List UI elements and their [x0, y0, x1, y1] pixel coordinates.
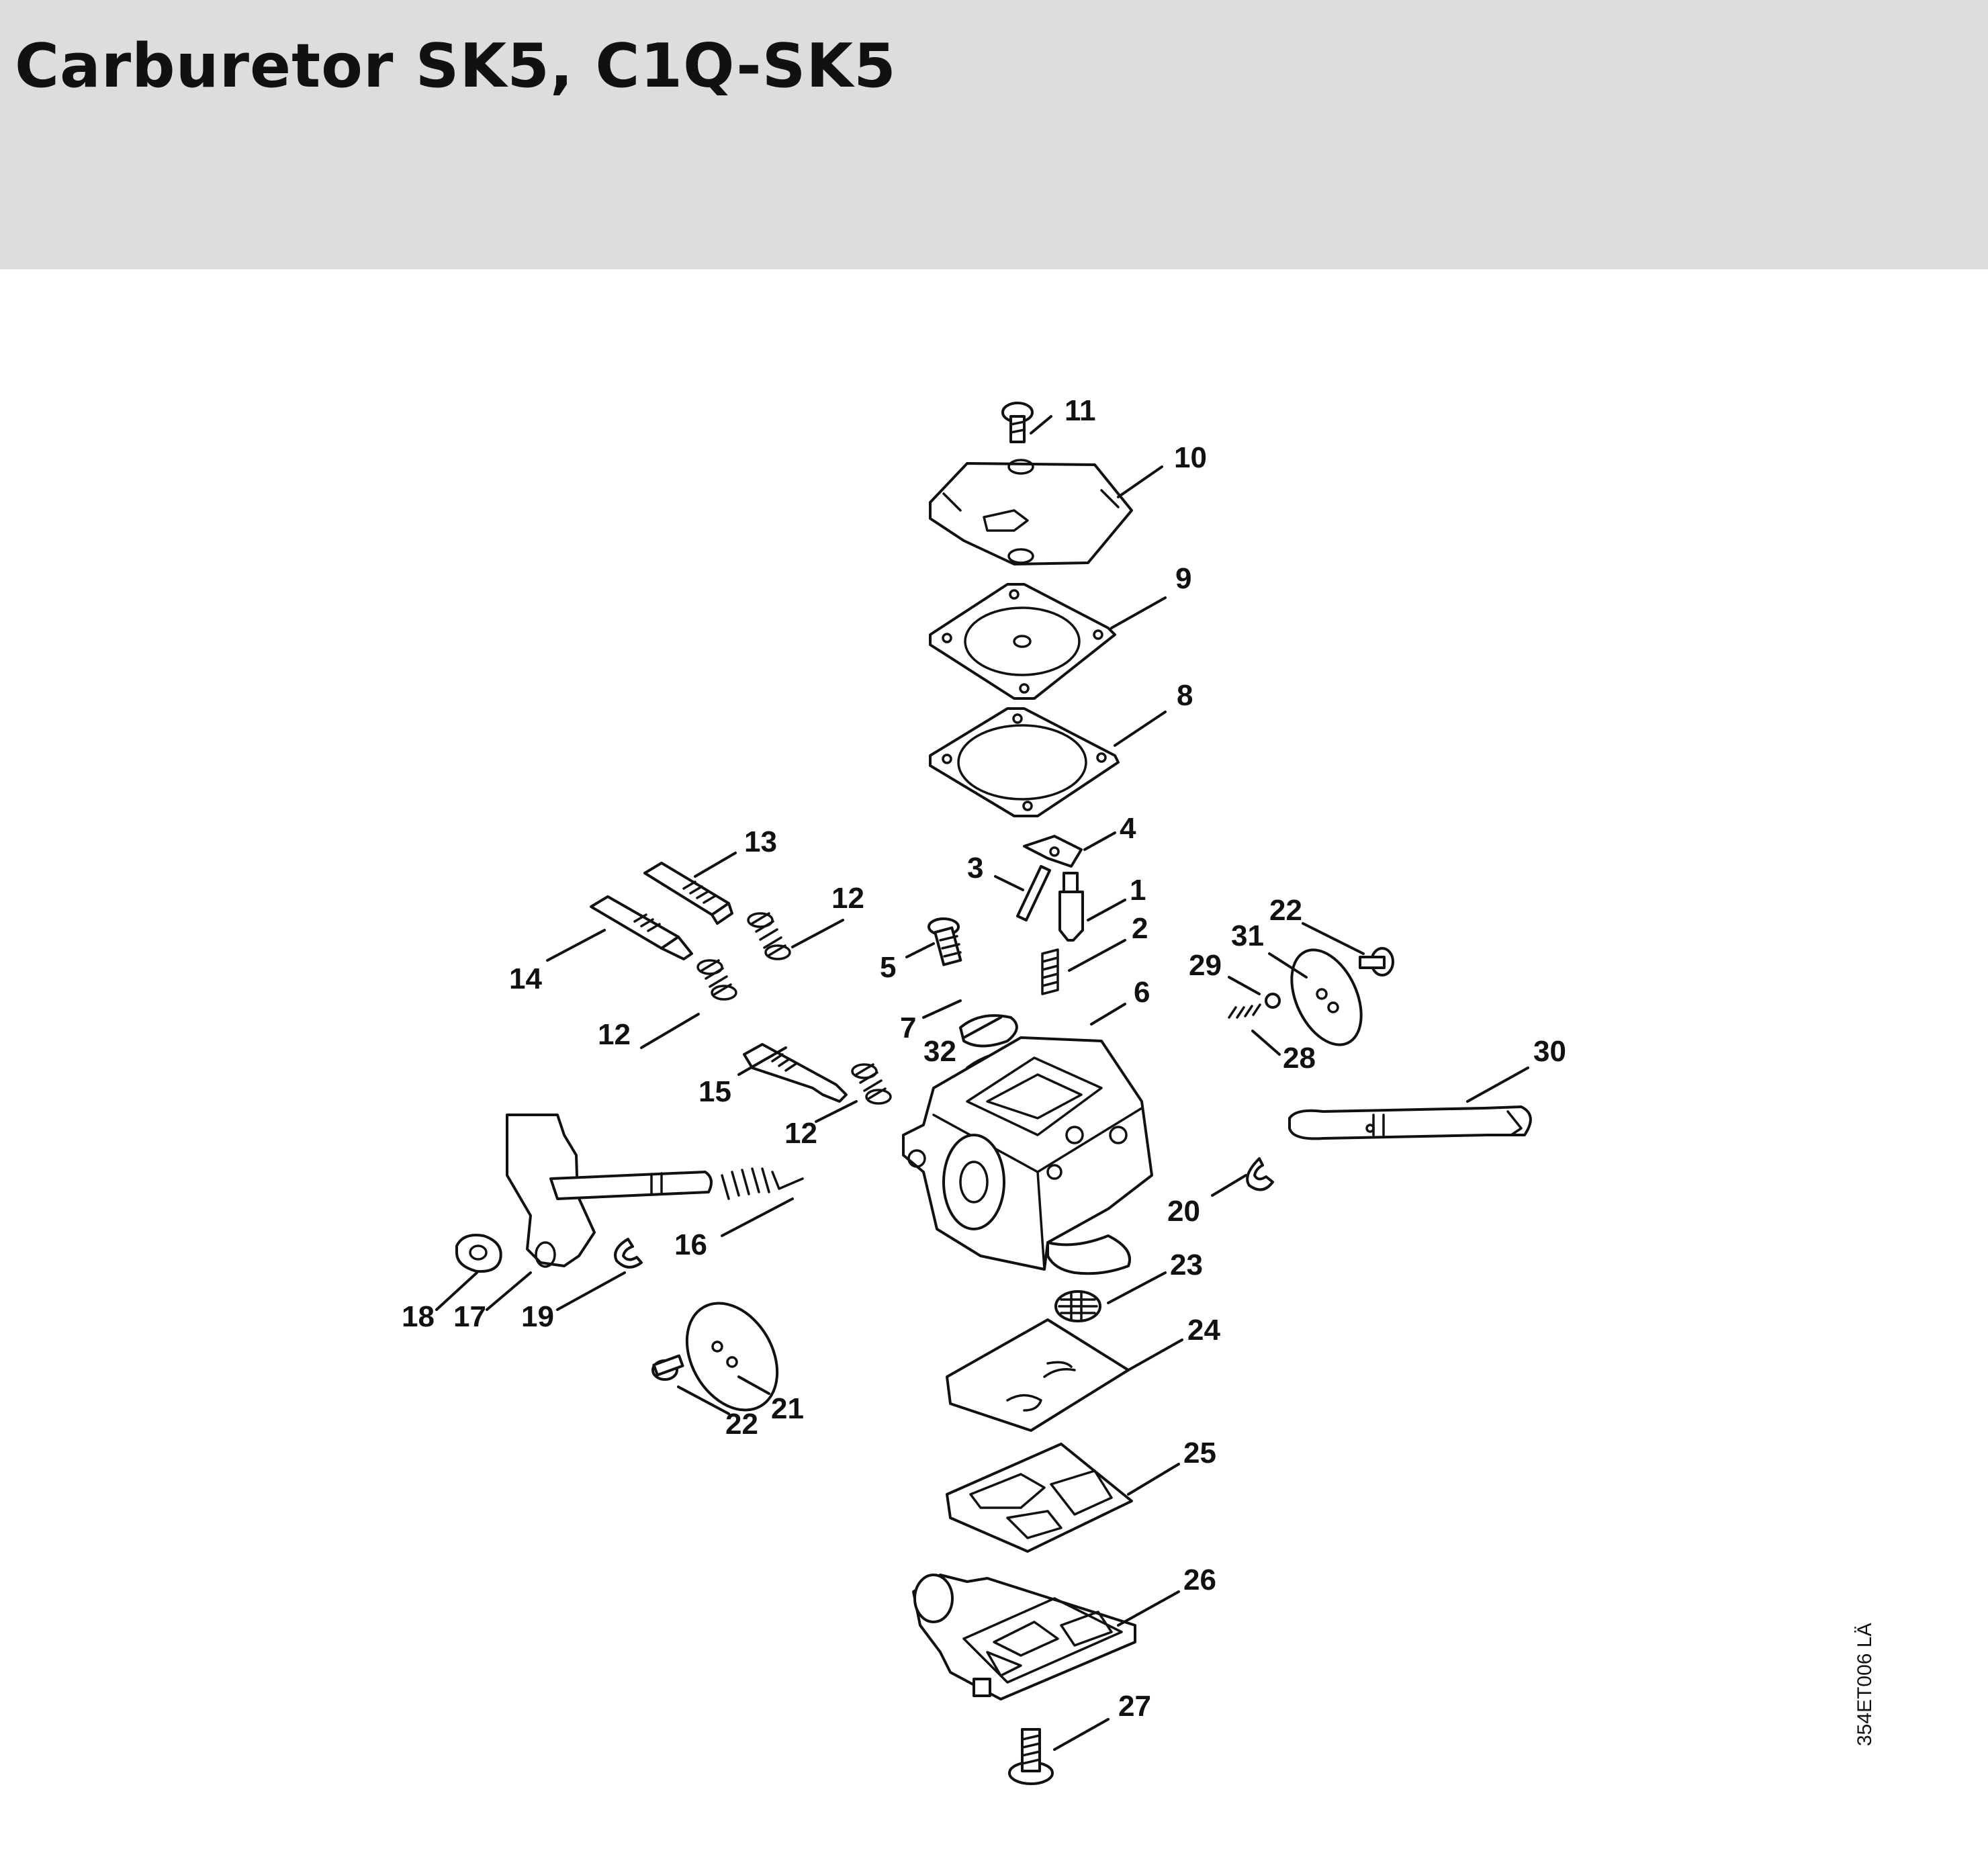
callout-32: 32 [923, 1035, 956, 1068]
part-gasket-25 [946, 1443, 1133, 1553]
part-diaphragm-9 [929, 583, 1116, 700]
callout-7: 7 [900, 1011, 916, 1044]
part-pin-3 [1016, 865, 1051, 921]
part-choke-lever-17 [506, 1114, 713, 1268]
callout-22-right: 22 [1269, 894, 1302, 927]
part-nut-18 [455, 1234, 502, 1273]
callout-22-left: 22 [725, 1408, 758, 1441]
part-screw-22-left [651, 1354, 684, 1381]
callout-1: 1 [1130, 874, 1146, 907]
part-adjusting-screw-14 [590, 895, 693, 960]
callout-11: 11 [1065, 394, 1096, 427]
part-circlip-19 [614, 1238, 643, 1269]
callout-20: 20 [1167, 1195, 1200, 1228]
part-inlet-needle-1 [1058, 872, 1084, 942]
callout-14: 14 [509, 962, 542, 995]
callout-5: 5 [880, 951, 896, 984]
callout-18: 18 [402, 1300, 435, 1333]
header-bar: Carburetor SK5, C1Q-SK5 [0, 0, 1988, 269]
part-carburetor-body [902, 1036, 1153, 1275]
part-strainer-23 [1054, 1290, 1101, 1322]
callout-30: 30 [1533, 1035, 1566, 1068]
callout-13: 13 [744, 825, 777, 858]
part-spring-28 [1228, 1003, 1261, 1019]
callout-31: 31 [1231, 919, 1264, 952]
drawing-reference-code: 354ET006 LÄ [1854, 1623, 1876, 1746]
part-spring-2 [1041, 948, 1059, 995]
callout-8: 8 [1177, 679, 1193, 712]
part-screw-22-right [1359, 947, 1394, 977]
part-screw-11 [1001, 402, 1034, 443]
callout-labels: 11 10 9 8 13 4 3 1 12 2 14 5 22 31 29 12… [402, 394, 1566, 1723]
callout-12a: 12 [831, 882, 864, 915]
callout-28: 28 [1283, 1042, 1316, 1075]
part-ball-29 [1265, 993, 1281, 1009]
callout-10: 10 [1174, 441, 1207, 474]
part-spring-12c [851, 1063, 892, 1105]
callout-2: 2 [1132, 912, 1148, 945]
callout-9: 9 [1175, 562, 1191, 595]
callout-25: 25 [1183, 1437, 1216, 1469]
callout-leaders [435, 415, 1529, 1751]
callout-21: 21 [771, 1392, 804, 1425]
part-diaphragm-24 [946, 1318, 1130, 1432]
callout-3: 3 [967, 852, 983, 885]
part-screw-27 [1008, 1728, 1054, 1785]
part-adjusting-screw-15 [743, 1043, 848, 1103]
part-cover-10 [929, 459, 1133, 565]
part-seal-7 [959, 1014, 1018, 1048]
callout-24: 24 [1187, 1314, 1220, 1347]
callout-12c: 12 [784, 1117, 817, 1150]
part-throttle-plate-31 [1290, 948, 1363, 1046]
callout-17: 17 [453, 1300, 486, 1333]
part-circlip-20 [1246, 1157, 1274, 1191]
callout-12b: 12 [598, 1018, 631, 1051]
part-adjusting-screw-13 [643, 862, 733, 925]
callout-16: 16 [674, 1228, 707, 1261]
callout-27: 27 [1118, 1690, 1151, 1723]
part-choke-plate-21 [685, 1302, 779, 1412]
part-throttle-shaft-30 [1288, 1105, 1532, 1140]
callout-19: 19 [521, 1300, 554, 1333]
part-spring-12 [747, 912, 791, 960]
callout-4: 4 [1120, 812, 1136, 845]
part-gasket-8 [929, 707, 1120, 817]
part-spring-16 [721, 1167, 804, 1200]
part-pump-cover-26 [912, 1574, 1136, 1701]
part-spring-12b [696, 959, 737, 1001]
part-screw-5 [928, 917, 962, 966]
callout-23: 23 [1170, 1249, 1203, 1281]
callout-26: 26 [1183, 1563, 1216, 1596]
page-title: Carburetor SK5, C1Q-SK5 [15, 31, 897, 101]
callout-6: 6 [1134, 976, 1150, 1009]
callout-29: 29 [1189, 949, 1222, 982]
part-lever-4 [1023, 835, 1083, 868]
callout-15: 15 [698, 1075, 731, 1108]
